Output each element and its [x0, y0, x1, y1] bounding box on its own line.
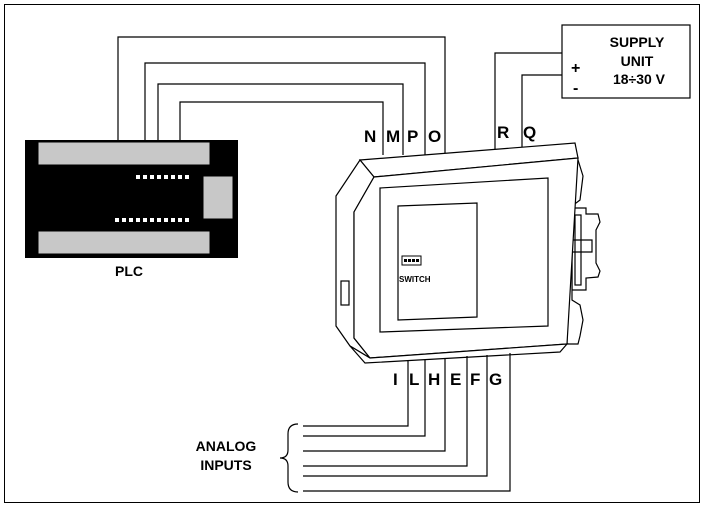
terminal-f: F — [470, 370, 480, 389]
terminal-l: L — [409, 370, 419, 389]
plc-bottom-strip — [37, 230, 211, 255]
plc-led-row-top — [136, 175, 189, 179]
outer-frame — [4, 4, 700, 503]
wire-p — [144, 62, 426, 155]
terminal-o: O — [428, 127, 441, 146]
wire-o — [117, 36, 446, 155]
wire-m — [157, 83, 404, 155]
terminal-n: N — [364, 127, 376, 146]
wire-n — [179, 101, 384, 155]
wire-f — [303, 356, 468, 467]
supply-line1: SUPPLY — [610, 34, 665, 50]
terminal-i: I — [393, 370, 398, 389]
terminal-g: G — [489, 370, 502, 389]
supply-line2: UNIT — [621, 53, 654, 69]
wire-g-lower — [303, 355, 488, 477]
supply-minus: - — [573, 80, 578, 97]
plc-top-strip — [37, 141, 211, 166]
plc-side-connector — [202, 175, 234, 220]
analog-brace — [279, 423, 299, 493]
terminal-h: H — [428, 370, 440, 389]
module-housing — [335, 142, 579, 364]
dip-switch-icon — [401, 255, 422, 266]
module-window — [397, 202, 478, 321]
supply-wires — [494, 52, 562, 150]
terminal-r: R — [497, 123, 509, 142]
supply-line3: 18÷30 V — [613, 71, 666, 87]
terminal-q: Q — [523, 123, 536, 142]
module-bottom-edge — [349, 343, 569, 364]
module-side-notch — [340, 280, 350, 306]
wire-l — [303, 360, 409, 427]
plc-unit — [25, 140, 238, 258]
terminal-e: E — [450, 370, 461, 389]
wire-g — [303, 353, 511, 492]
analog-line1: ANALOG — [196, 438, 257, 454]
plc-label: PLC — [115, 263, 143, 279]
analog-line2: INPUTS — [200, 457, 251, 473]
wire-r — [494, 52, 562, 150]
supply-plus: + — [571, 60, 580, 77]
terminal-p: P — [407, 127, 418, 146]
wire-q — [521, 74, 562, 148]
wire-h — [303, 360, 426, 437]
plc-wires — [117, 36, 446, 155]
analog-wires — [303, 353, 511, 492]
supply-unit-box — [561, 24, 691, 99]
wire-e — [303, 358, 446, 452]
din-rail — [571, 207, 601, 291]
plc-led-row-bottom — [115, 218, 189, 222]
switch-label: SWITCH — [399, 275, 431, 284]
terminal-m: M — [386, 127, 400, 146]
